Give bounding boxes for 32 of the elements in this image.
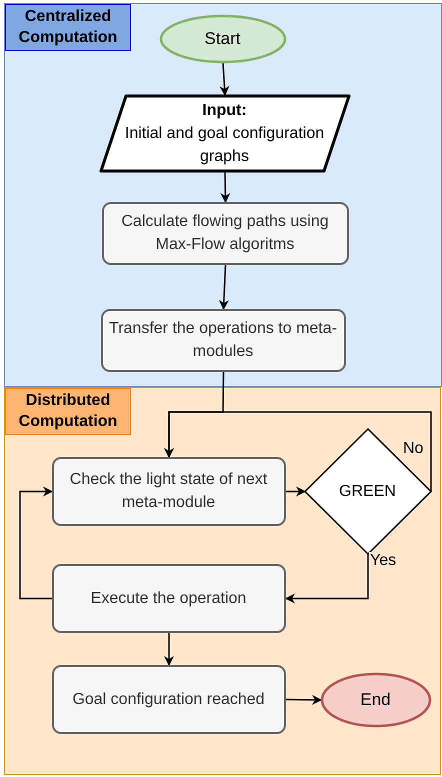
process-box bbox=[52, 456, 286, 526]
arrow bbox=[286, 694, 322, 705]
process-box bbox=[102, 202, 348, 264]
distributed-panel bbox=[4, 387, 441, 775]
node-text: Check the light state of next meta-module bbox=[68, 470, 268, 513]
process-box bbox=[52, 664, 286, 734]
node-text: End bbox=[359, 689, 392, 711]
start-terminal bbox=[160, 14, 286, 62]
node-text: Execute the operation bbox=[90, 588, 248, 608]
node-text: Calculate flowing paths using Max-Flow algoritms bbox=[120, 212, 330, 255]
process-box bbox=[52, 564, 286, 632]
arrow bbox=[218, 264, 229, 310]
centralized-panel bbox=[4, 3, 442, 387]
section-tag: Distributed Computation bbox=[5, 388, 131, 435]
arrow bbox=[286, 486, 306, 496]
arrow bbox=[285, 554, 369, 604]
arrow bbox=[220, 172, 230, 203]
input-heading: Input: bbox=[201, 100, 248, 120]
section-tag: Centralized Computation bbox=[5, 4, 131, 51]
arrow bbox=[164, 633, 174, 666]
arrow bbox=[19, 486, 53, 600]
process-box bbox=[100, 308, 346, 372]
node-text: Initial and goal configuration graphs bbox=[124, 124, 326, 166]
decision-diamond bbox=[304, 428, 430, 554]
input-parallelogram bbox=[100, 94, 350, 172]
arrow bbox=[219, 62, 230, 96]
node-text: Start bbox=[204, 28, 242, 50]
node-text: Goal configuration reached bbox=[71, 690, 266, 710]
end-terminal bbox=[320, 672, 430, 726]
node-text: GREEN bbox=[338, 482, 397, 502]
node-text: Transfer the operations to meta-modules bbox=[108, 319, 338, 362]
arrow bbox=[164, 411, 432, 492]
